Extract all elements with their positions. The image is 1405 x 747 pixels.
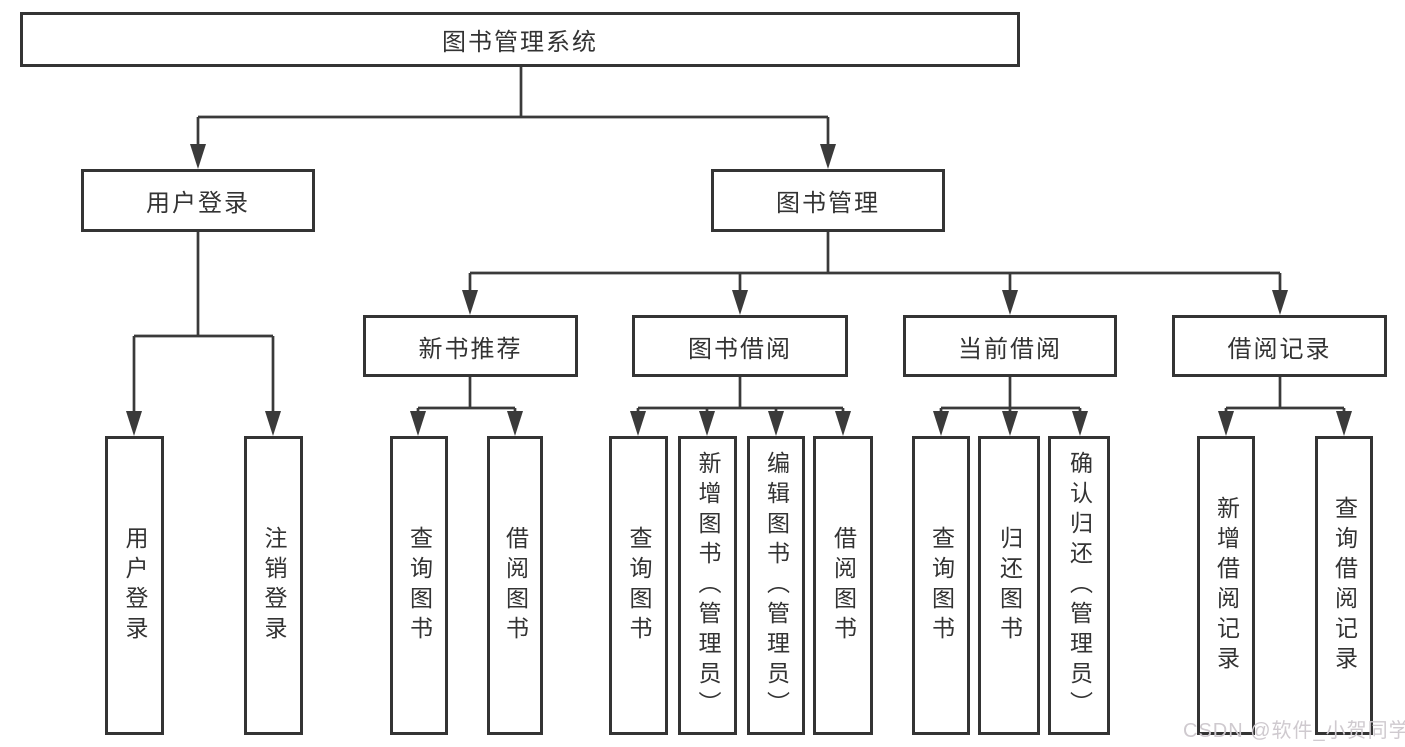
leaf-borrowing-query-books-label: 查询图书 xyxy=(626,525,652,646)
leaf-user-login: 用户登录 xyxy=(105,436,164,735)
node-borrow-records: 借阅记录 xyxy=(1172,315,1387,377)
leaf-add-books-admin: 新增图书（管理员） xyxy=(678,436,737,735)
leaf-logout-label: 注销登录 xyxy=(261,525,287,646)
leaf-recommend-borrow-books-label: 借阅图书 xyxy=(502,525,529,646)
leaf-edit-books-admin-label: 编辑图书（管理员） xyxy=(763,450,790,721)
node-new-book-recommend-label: 新书推荐 xyxy=(418,335,523,363)
node-book-management: 图书管理 xyxy=(711,169,945,232)
leaf-edit-books-admin: 编辑图书（管理员） xyxy=(747,436,805,735)
leaf-current-query-books-label: 查询图书 xyxy=(928,525,955,646)
node-current-borrowing: 当前借阅 xyxy=(903,315,1117,377)
leaf-query-borrow-record-label: 查询借阅记录 xyxy=(1331,495,1358,676)
leaf-borrowing-query-books: 查询图书 xyxy=(609,436,668,735)
leaf-recommend-query-books-label: 查询图书 xyxy=(406,525,433,646)
node-library-system-label: 图书管理系统 xyxy=(442,29,598,56)
node-book-management-label: 图书管理 xyxy=(776,190,880,217)
leaf-current-query-books: 查询图书 xyxy=(912,436,970,735)
node-library-system: 图书管理系统 xyxy=(20,12,1020,67)
leaf-query-borrow-record: 查询借阅记录 xyxy=(1315,436,1373,735)
leaf-borrowing-borrow-books: 借阅图书 xyxy=(813,436,873,735)
leaf-return-books-label: 归还图书 xyxy=(996,525,1023,646)
node-book-borrowing: 图书借阅 xyxy=(632,315,848,377)
csdn-watermark: CSDN @软件_小贺同学 xyxy=(1183,720,1405,742)
leaf-add-books-admin-label: 新增图书（管理员） xyxy=(695,450,721,721)
leaf-add-borrow-record: 新增借阅记录 xyxy=(1197,436,1255,735)
leaf-logout: 注销登录 xyxy=(244,436,303,735)
leaf-confirm-return-admin: 确认归还（管理员） xyxy=(1048,436,1110,735)
leaf-confirm-return-admin-label: 确认归还（管理员） xyxy=(1066,450,1093,721)
node-user-login-label: 用户登录 xyxy=(146,190,250,217)
node-new-book-recommend: 新书推荐 xyxy=(363,315,578,377)
leaf-return-books: 归还图书 xyxy=(978,436,1040,735)
node-user-login: 用户登录 xyxy=(81,169,315,232)
leaf-recommend-borrow-books: 借阅图书 xyxy=(487,436,543,735)
node-current-borrowing-label: 当前借阅 xyxy=(958,335,1062,363)
leaf-borrowing-borrow-books-label: 借阅图书 xyxy=(830,525,857,646)
leaf-user-login-label: 用户登录 xyxy=(122,525,148,646)
node-book-borrowing-label: 图书借阅 xyxy=(688,335,792,363)
leaf-add-borrow-record-label: 新增借阅记录 xyxy=(1213,495,1240,676)
leaf-recommend-query-books: 查询图书 xyxy=(390,436,448,735)
node-borrow-records-label: 借阅记录 xyxy=(1227,335,1332,363)
